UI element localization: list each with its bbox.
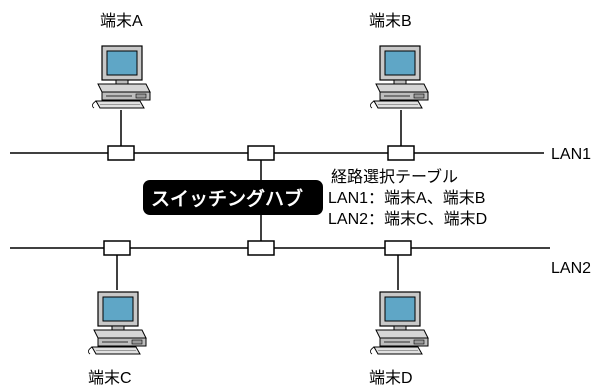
port-lan2-c <box>103 240 131 256</box>
lan2-label: LAN2 <box>551 260 591 277</box>
terminal-b-icon <box>369 45 429 109</box>
routing-table-row-2: LAN2：端末C、端末D <box>328 210 487 228</box>
terminal-a-icon <box>91 45 151 109</box>
terminal-d-label: 端末D <box>369 369 413 386</box>
terminal-b-label: 端末B <box>369 12 412 30</box>
port-lan1-a <box>107 145 135 161</box>
terminal-c-label: 端末C <box>88 369 132 386</box>
terminal-d-icon <box>369 291 429 355</box>
port-lan1-b <box>387 145 415 161</box>
routing-table-title: 経路選択テーブル <box>331 167 458 186</box>
switching-hub-label: スイッチングハブ <box>151 187 303 210</box>
switching-hub <box>143 180 323 215</box>
port-lan2-d <box>384 240 412 256</box>
routing-table-row-1: LAN1：端末A、端末B <box>328 189 485 207</box>
lan1-label: LAN1 <box>551 146 591 163</box>
terminal-a-label: 端末A <box>100 12 143 30</box>
port-lan1-hub <box>247 145 275 161</box>
terminal-c-icon <box>87 291 147 355</box>
port-lan2-hub <box>247 240 275 256</box>
